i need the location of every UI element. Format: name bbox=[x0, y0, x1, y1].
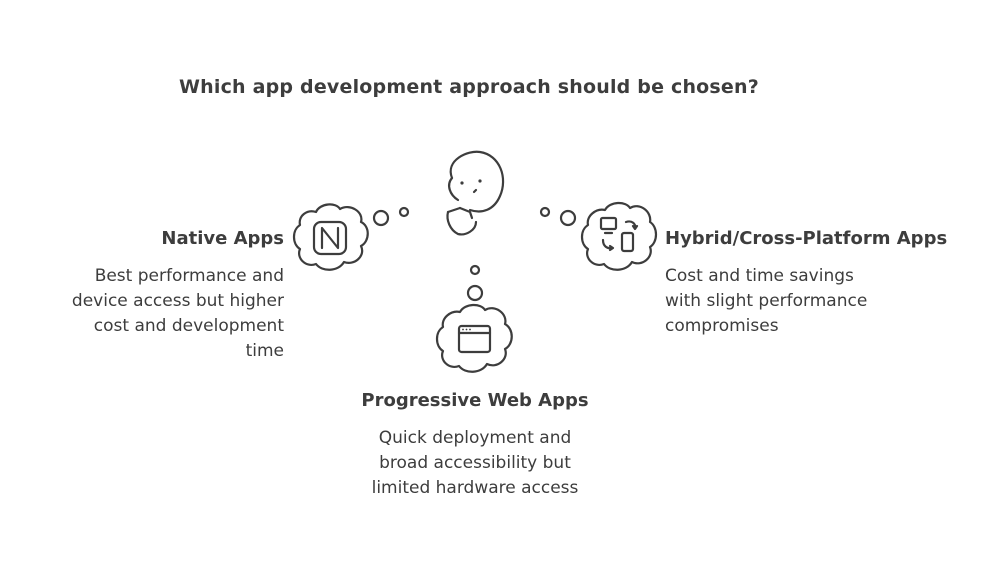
description-line: broad accessibility but bbox=[379, 453, 571, 473]
hybrid-apps-description: Cost and time savings with slight perfor… bbox=[665, 264, 935, 339]
description-line: with slight performance bbox=[665, 291, 868, 311]
native-apps-heading: Native Apps bbox=[161, 228, 284, 249]
thought-bubbles-down bbox=[466, 264, 484, 302]
native-app-icon bbox=[292, 203, 369, 271]
description-line: Cost and time savings bbox=[665, 266, 854, 286]
thought-bubbles-left bbox=[372, 206, 410, 227]
diagram-title: Which app development approach should be… bbox=[179, 76, 759, 98]
description-line: Quick deployment and bbox=[378, 428, 572, 448]
thought-bubbles-right bbox=[539, 206, 577, 227]
description-line: cost and development bbox=[93, 316, 284, 336]
native-apps-description: Best performance and device access but h… bbox=[19, 264, 284, 364]
cross-platform-devices-icon bbox=[580, 201, 658, 271]
browser-window-icon bbox=[435, 303, 513, 373]
pwa-heading: Progressive Web Apps bbox=[361, 390, 589, 411]
description-line: time bbox=[245, 341, 284, 361]
description-line: device access but higher bbox=[71, 291, 284, 311]
description-line: limited hardware access bbox=[371, 478, 579, 498]
pwa-description: Quick deployment and broad accessibility… bbox=[330, 426, 620, 501]
description-line: Best performance and bbox=[94, 266, 284, 286]
hybrid-apps-heading: Hybrid/Cross-Platform Apps bbox=[665, 228, 948, 249]
description-line: compromises bbox=[665, 316, 779, 336]
thinking-face-icon bbox=[446, 150, 505, 236]
